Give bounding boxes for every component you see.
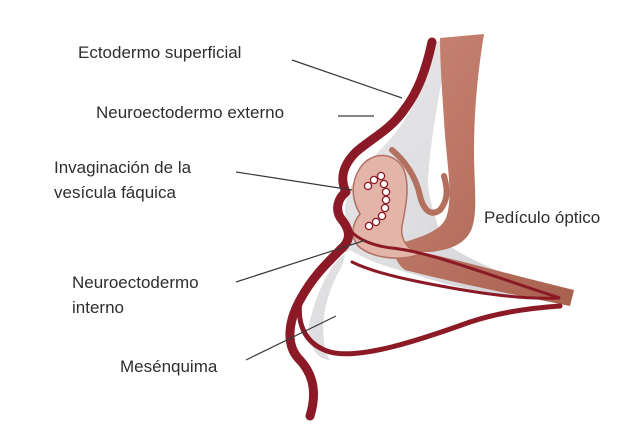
leader-invaginacion [235, 171, 353, 191]
surface-ectoderm-band [285, 37, 437, 421]
leader-ectodermo-superficial [291, 59, 403, 99]
mesenchyme-boundary [296, 297, 563, 357]
label-neuroectodermo-interno-line2: interno [72, 298, 124, 317]
leader-neuroectodermo-interno [235, 239, 367, 283]
lens-cell-nuclei [363, 171, 391, 231]
label-neuroectodermo-interno-line1: Neuroectodermo [72, 273, 199, 292]
leader-lines [235, 59, 403, 361]
label-invaginacion-line2: vesícula fáquica [54, 183, 176, 202]
label-ectodermo-superficial: Ectodermo superficial [78, 43, 242, 62]
label-neuroectodermo-externo: Neuroectodermo externo [96, 103, 285, 122]
outer-neuroectoderm-arc [389, 147, 450, 216]
inner-neuroectoderm-band [348, 228, 561, 300]
label-invaginacion-line1: Invaginación de la [54, 158, 192, 177]
optic-stalk [394, 34, 574, 306]
label-pediculo-optico: Pedículo óptico [484, 208, 601, 227]
label-mesenquima: Mesénquima [120, 357, 218, 376]
leader-mesenquima [245, 315, 337, 361]
